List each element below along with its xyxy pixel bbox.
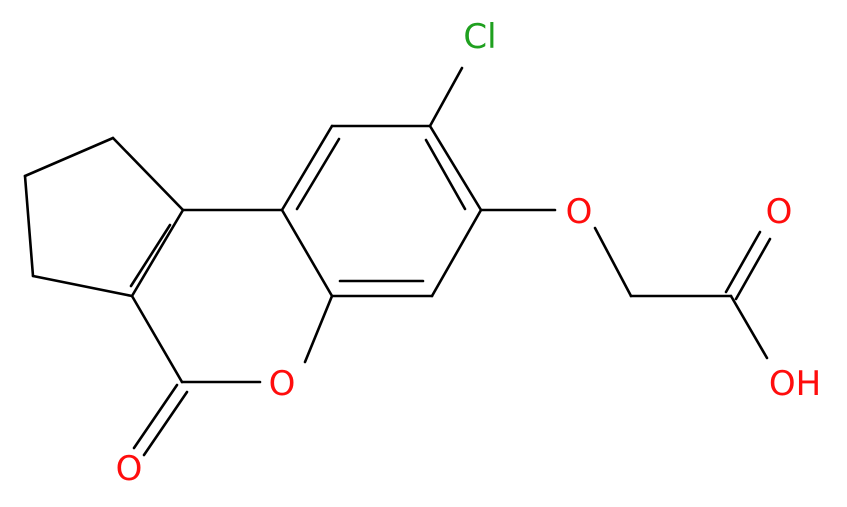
chlorine-label: Cl	[463, 17, 496, 57]
bond	[280, 208, 334, 298]
bond	[430, 208, 483, 298]
bond	[280, 124, 334, 212]
bond	[729, 294, 769, 360]
bond	[130, 294, 184, 384]
bond	[303, 294, 334, 364]
double-bond-inner	[424, 138, 467, 211]
ether-oxygen-label: O	[566, 192, 593, 232]
bond	[23, 174, 35, 278]
double-bond	[734, 237, 772, 301]
bond	[428, 124, 483, 212]
bond	[593, 226, 633, 298]
double-bond	[724, 230, 762, 294]
acid-carbonyl-oxygen-label: O	[766, 192, 793, 232]
bond	[23, 136, 115, 178]
lactone-oxygen-label: O	[116, 449, 143, 489]
bond	[130, 208, 185, 298]
bond	[31, 274, 134, 298]
double-bond-inner	[129, 223, 172, 288]
ring-oxygen-label: O	[269, 364, 296, 404]
double-bond	[142, 390, 189, 457]
double-bond-inner	[295, 137, 341, 211]
bond	[111, 136, 185, 212]
bond-c-cl	[428, 66, 464, 128]
double-bond	[132, 383, 179, 450]
hydroxyl-label: OH	[769, 364, 821, 404]
